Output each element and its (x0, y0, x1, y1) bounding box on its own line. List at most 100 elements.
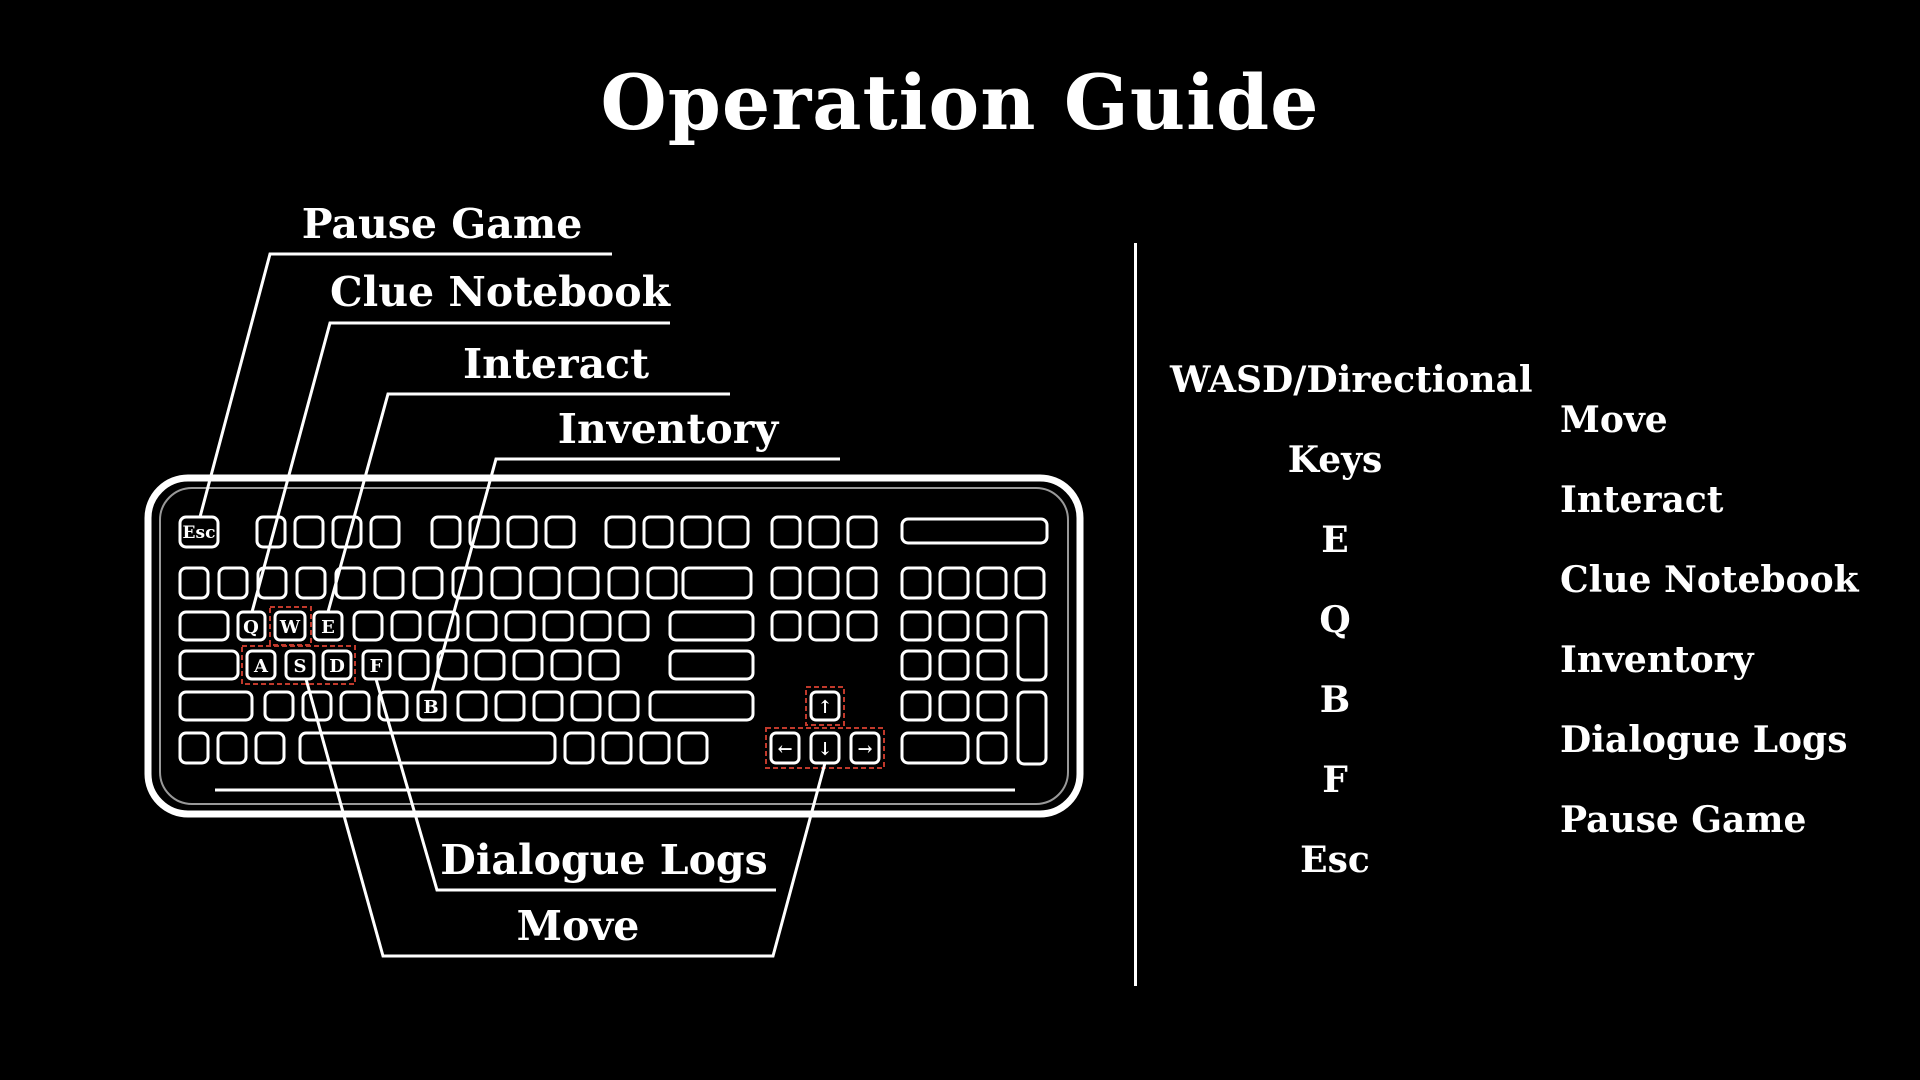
keyboard-key (468, 515, 500, 549)
keyboard-key (263, 690, 295, 722)
key-d-label: D (329, 656, 345, 677)
keyboard-key (642, 515, 674, 549)
keyboard-key (808, 610, 840, 642)
keyboard-key (430, 515, 462, 549)
binding-action-inventory: Inventory (1560, 639, 1754, 681)
key-arrow-up: ↑ (809, 690, 841, 722)
key-w: W (273, 610, 307, 642)
binding-key-wasd: WASD/Directional (1170, 359, 1533, 401)
keyboard-key (178, 649, 240, 681)
binding-action-move: Move (1560, 399, 1668, 441)
binding-action-clue-notebook: Clue Notebook (1560, 559, 1859, 601)
key-highlight-box (805, 686, 845, 726)
key-arrow-down: ↓ (809, 731, 841, 765)
keyboard-key (976, 690, 1008, 722)
keyboard-key (532, 690, 564, 722)
keyboard-key (570, 690, 602, 722)
callout-inventory: Inventory (557, 405, 779, 453)
binding-key-esc: Esc (1300, 839, 1370, 881)
callout-dialogue-logs: Dialogue Logs (440, 836, 768, 884)
binding-key-keys: Keys (1287, 439, 1383, 481)
keyboard-key (976, 610, 1008, 642)
binding-key-e: E (1321, 519, 1349, 561)
keyboard-key (494, 690, 526, 722)
keyboard-key (668, 610, 755, 642)
keyboard-key (428, 610, 460, 642)
keyboard-key (680, 515, 712, 549)
keyboard-key (504, 610, 536, 642)
keyboard-key (256, 566, 288, 600)
keyboard-key (770, 610, 802, 642)
key-arrow-left-label: ← (777, 739, 792, 760)
keyboard-key (544, 515, 576, 549)
keyboard-inner-outline (159, 487, 1069, 805)
keyboard-key (588, 649, 620, 681)
keyboard-key (938, 566, 970, 600)
keyboard-key (178, 610, 230, 642)
keyboard-key (770, 566, 802, 600)
keyboard-key (369, 515, 401, 549)
key-arrow-right: → (849, 731, 881, 765)
leader-line-pause-game (198, 252, 612, 518)
keyboard-key (900, 566, 932, 600)
keyboard-key (900, 517, 1049, 545)
key-e: E (312, 610, 344, 642)
keyboard-key (681, 566, 753, 600)
keyboard-key (808, 566, 840, 600)
keyboard-key (254, 731, 286, 765)
keyboard-key (490, 566, 522, 600)
keyboard-key (451, 566, 483, 600)
key-q-label: Q (243, 617, 259, 638)
keyboard-key (900, 610, 932, 642)
keyboard-key (466, 610, 498, 642)
key-arrow-left: ← (769, 731, 801, 765)
keyboard-key (846, 515, 878, 549)
key-e-label: E (321, 617, 335, 638)
leader-line-dialogue-logs (374, 678, 776, 892)
keyboard-key (938, 690, 970, 722)
page-title: Operation Guide (600, 58, 1320, 147)
binding-action-pause-game: Pause Game (1560, 799, 1807, 841)
keyboard-key (770, 515, 802, 549)
keyboard-key (938, 649, 970, 681)
keyboard-key (377, 690, 409, 722)
binding-keys-column: WASD/Directional Keys E Q B F Esc (1170, 340, 1533, 900)
binding-actions-column: Move Interact Clue Notebook Inventory Di… (1560, 380, 1900, 860)
callout-interact: Interact (462, 340, 650, 388)
keyboard-outline (144, 474, 1084, 818)
keyboard-key (550, 649, 582, 681)
keyboard-key (390, 610, 422, 642)
keyboard-key (648, 690, 755, 722)
key-s-label: S (294, 656, 307, 677)
callout-pause-game: Pause Game (301, 200, 583, 248)
keyboard-key (542, 610, 574, 642)
keyboard-key (938, 610, 970, 642)
key-a-label: A (253, 656, 269, 677)
keyboard-key (976, 566, 1008, 600)
keyboard-key (900, 649, 932, 681)
keyboard-key (808, 515, 840, 549)
keyboard-key (506, 515, 538, 549)
keyboard-key (604, 515, 636, 549)
key-b-label: B (423, 697, 438, 718)
keyboard-key (646, 566, 678, 600)
callout-clue-notebook: Clue Notebook (330, 268, 670, 316)
highlight-boxes (241, 606, 885, 769)
keyboard-key (639, 731, 671, 765)
key-arrow-down-label: ↓ (817, 739, 832, 760)
keyboard-key (298, 731, 557, 765)
keyboard-key (976, 649, 1008, 681)
keyboard-key (677, 731, 709, 765)
keyboard-key (178, 566, 210, 600)
key-b: B (416, 690, 447, 722)
generic-keys (178, 515, 1049, 766)
binding-key-b: B (1319, 679, 1351, 721)
leader-line-move (304, 678, 827, 958)
key-w-label: W (279, 617, 301, 638)
callout-move: Move (516, 902, 640, 950)
keyboard-key (529, 566, 561, 600)
leader-line-inventory (430, 457, 840, 693)
binding-key-f: F (1322, 759, 1348, 801)
key-arrow-right-label: → (857, 739, 872, 760)
key-f-label: F (370, 656, 383, 677)
